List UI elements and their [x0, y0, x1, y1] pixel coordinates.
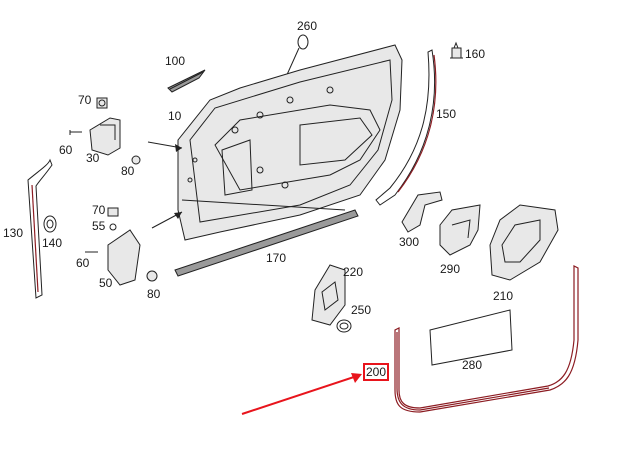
callout-150: 150: [436, 107, 457, 121]
part-210-module-carrier: [489, 204, 559, 281]
part-10-door-shell: [177, 44, 403, 241]
callout-280: 280: [462, 358, 483, 372]
callout-30: 30: [86, 151, 100, 165]
part-lower-hinge-group: [85, 207, 158, 286]
part-100-triangle-trim: [167, 69, 206, 93]
callout-10: 10: [168, 109, 182, 123]
callout-170: 170: [266, 251, 287, 265]
callout-50: 50: [99, 276, 113, 290]
part-290-lock: [439, 204, 481, 256]
callout-220: 220: [343, 265, 364, 279]
callout-70-lower: 70: [92, 203, 106, 217]
callout-80-upper: 80: [121, 164, 135, 178]
callout-70-upper: 70: [78, 93, 92, 107]
callout-200-highlighted: 200: [362, 363, 390, 381]
part-150-weatherstrip: [375, 49, 437, 206]
callout-160: 160: [465, 47, 486, 61]
callout-140: 140: [42, 236, 63, 250]
callout-60-lower: 60: [76, 256, 90, 270]
part-250-ring: [336, 319, 352, 333]
callout-250: 250: [351, 303, 372, 317]
part-160-clip: [450, 41, 463, 59]
callout-130: 130: [3, 226, 24, 240]
part-280-panel: [429, 309, 513, 366]
leader-arrows-10: [147, 141, 183, 229]
callout-100: 100: [165, 54, 186, 68]
callout-290: 290: [440, 262, 461, 276]
part-300-handle: [401, 191, 443, 233]
callout-300: 300: [399, 235, 420, 249]
callout-80-lower: 80: [147, 287, 161, 301]
callout-55: 55: [92, 219, 106, 233]
part-upper-hinge-group: [69, 97, 141, 165]
callout-60-upper: 60: [59, 143, 73, 157]
part-200-door-seal: [394, 265, 579, 413]
part-220-bracket: [311, 264, 346, 326]
part-170-sill-strip: [174, 209, 359, 277]
part-130-rail: [27, 158, 53, 299]
highlight-arrow: [241, 373, 362, 415]
callout-210: 210: [493, 289, 514, 303]
callout-260: 260: [297, 19, 318, 33]
part-140-grommet: [43, 215, 57, 233]
